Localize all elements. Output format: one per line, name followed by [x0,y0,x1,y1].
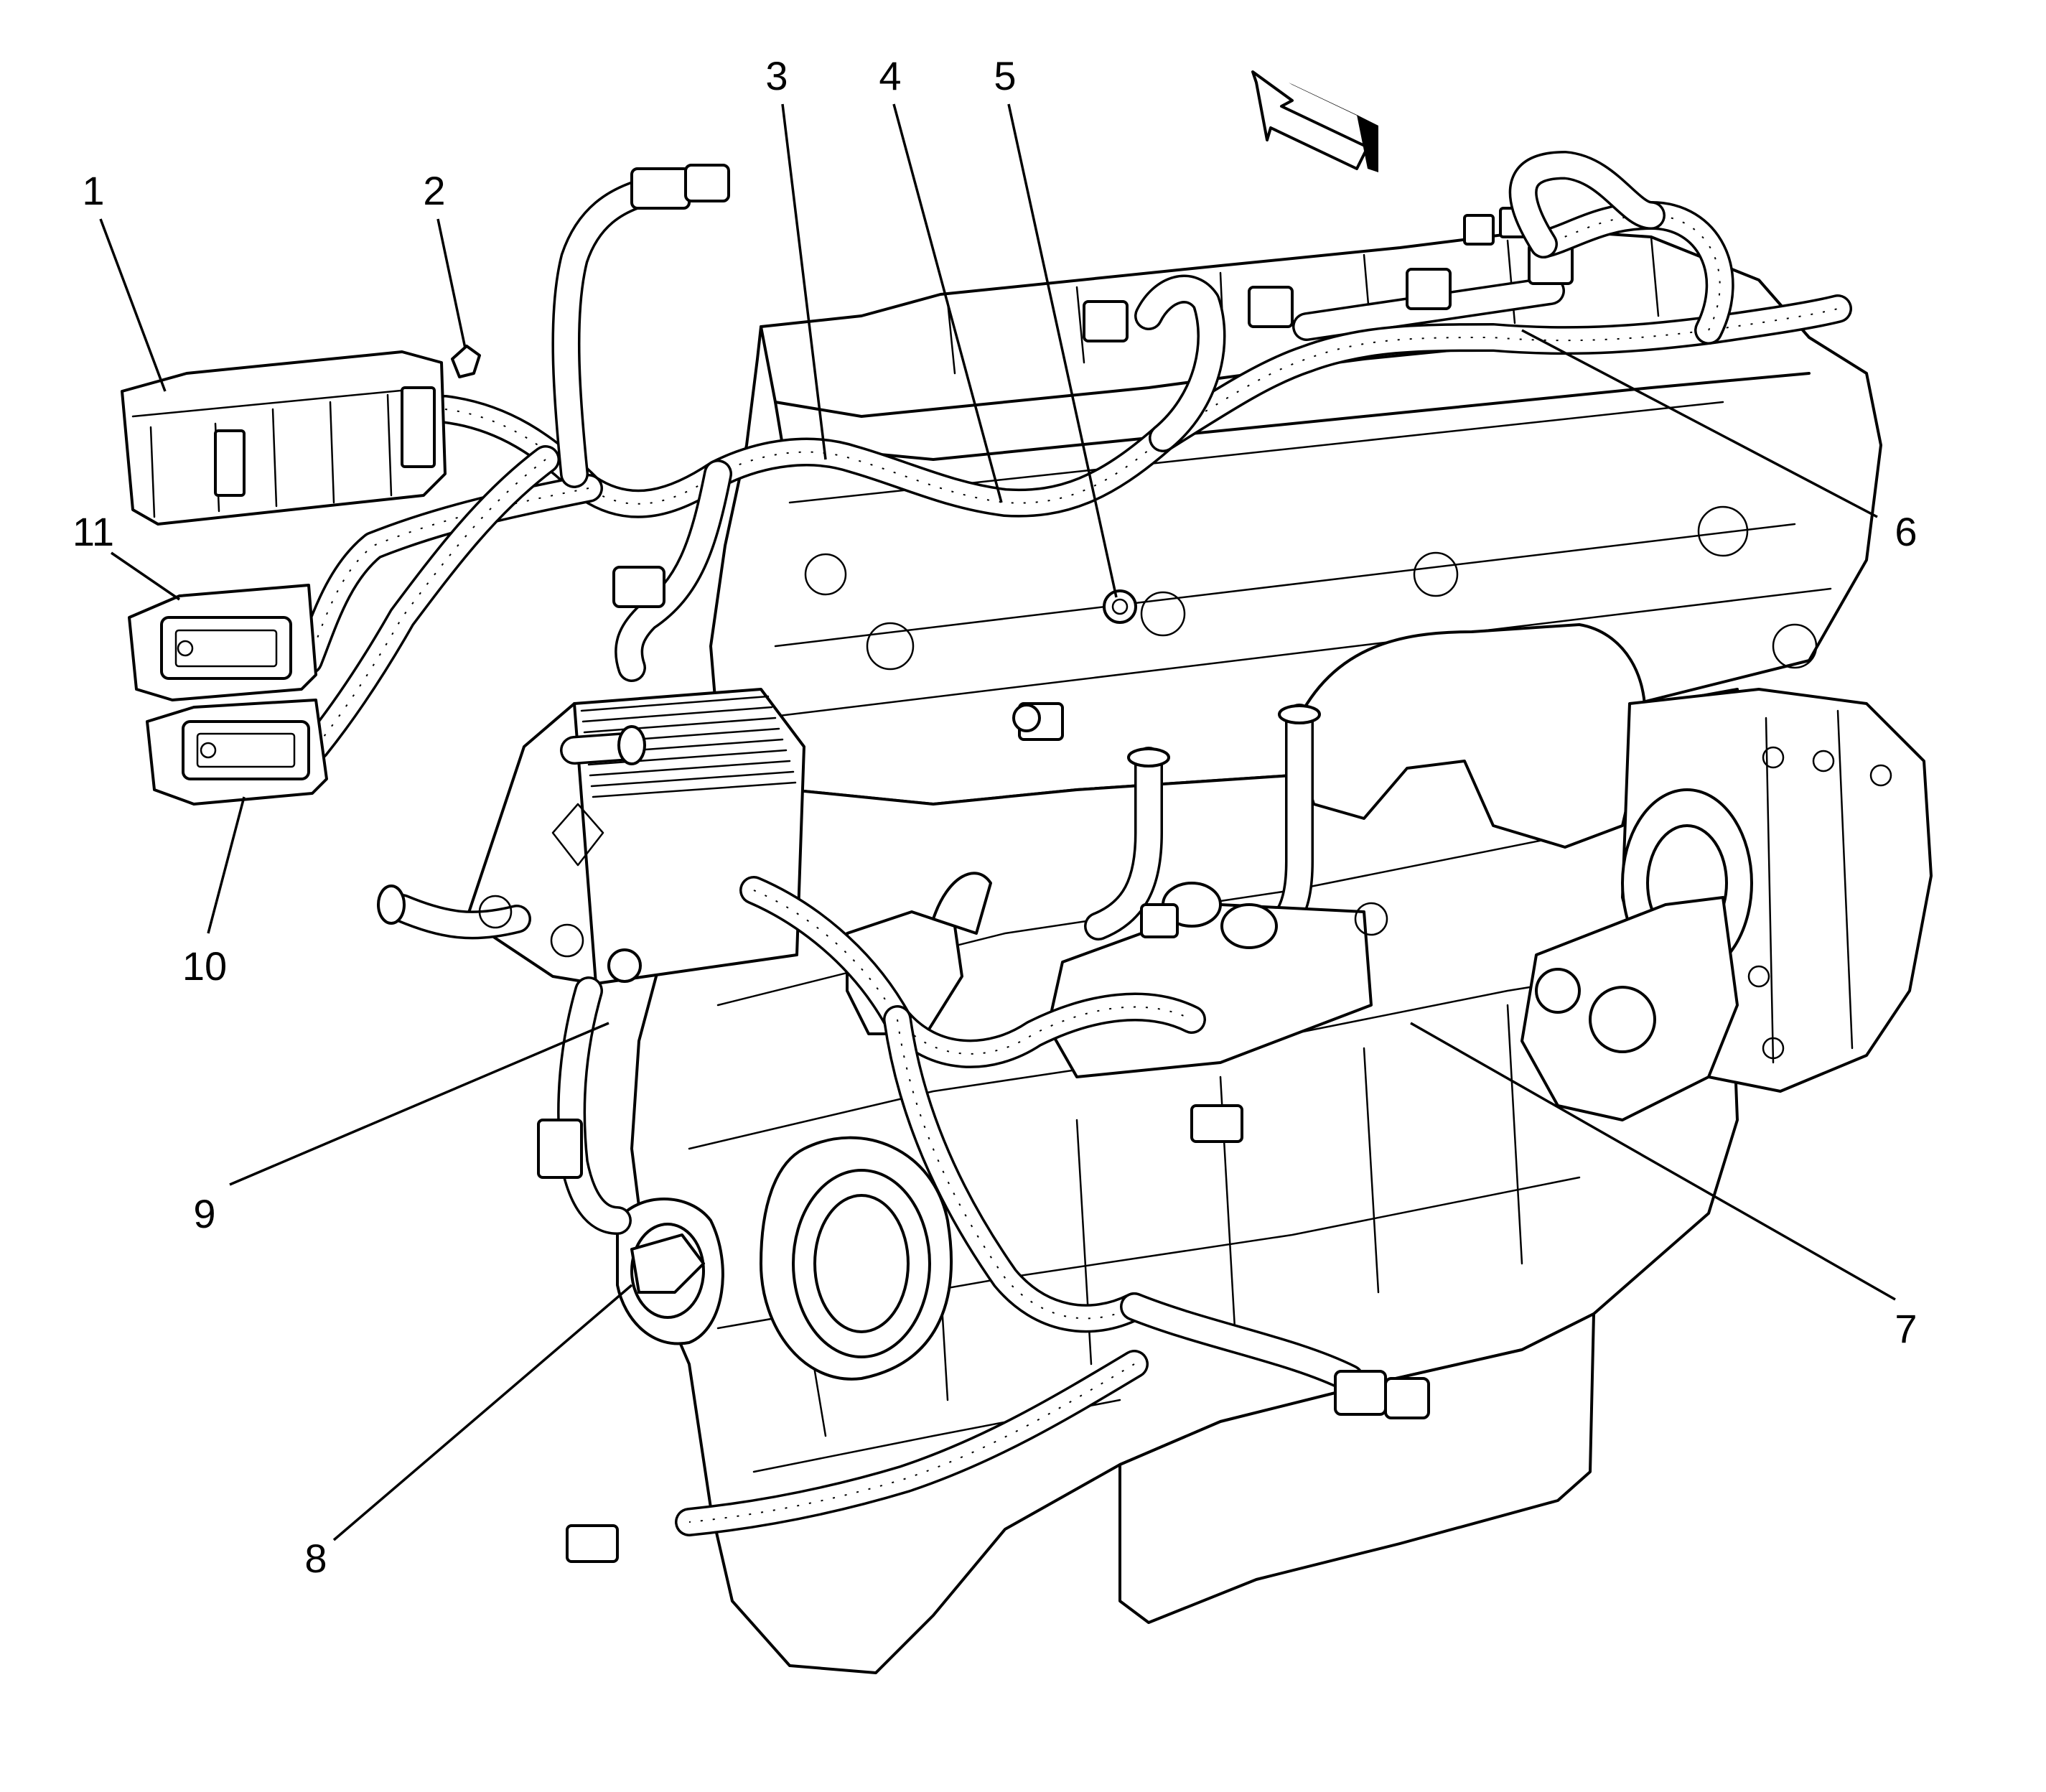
harness-connectors [451,164,1430,1563]
leader-5 [1007,103,1118,598]
callout-3: 3 [765,53,788,98]
callout-11: 11 [73,509,114,554]
leader-1 [99,218,167,392]
forward-arrow-icon [1251,70,1378,172]
timing-cover [616,1136,953,1381]
exhaust-manifold [1291,623,1933,1121]
callout-labels: 1 2 3 4 5 6 7 8 9 10 11 [73,53,1917,1581]
leader-4 [892,103,1003,503]
callout-5: 5 [994,53,1016,98]
leader-10 [207,796,246,934]
oil-cooler [377,688,805,985]
callout-7: 7 [1895,1306,1917,1351]
leader-7 [1410,1022,1896,1301]
callout-6: 6 [1895,509,1917,554]
callout-8: 8 [304,1536,327,1581]
leader-2 [436,218,467,349]
ecm-connector-lower [146,699,328,806]
callout-4: 4 [879,53,901,98]
leader-3 [781,103,827,460]
leader-9 [229,1022,609,1186]
callout-10: 10 [182,943,227,989]
callout-9: 9 [193,1191,215,1236]
leader-6 [1521,329,1878,518]
callout-leader-lines [99,103,1896,1541]
callout-1: 1 [82,168,104,213]
ecm-housing [121,350,447,526]
ecm-connector-upper [128,584,317,701]
leader-8 [332,1284,633,1541]
leader-11 [111,551,180,601]
callout-2: 2 [423,168,445,213]
